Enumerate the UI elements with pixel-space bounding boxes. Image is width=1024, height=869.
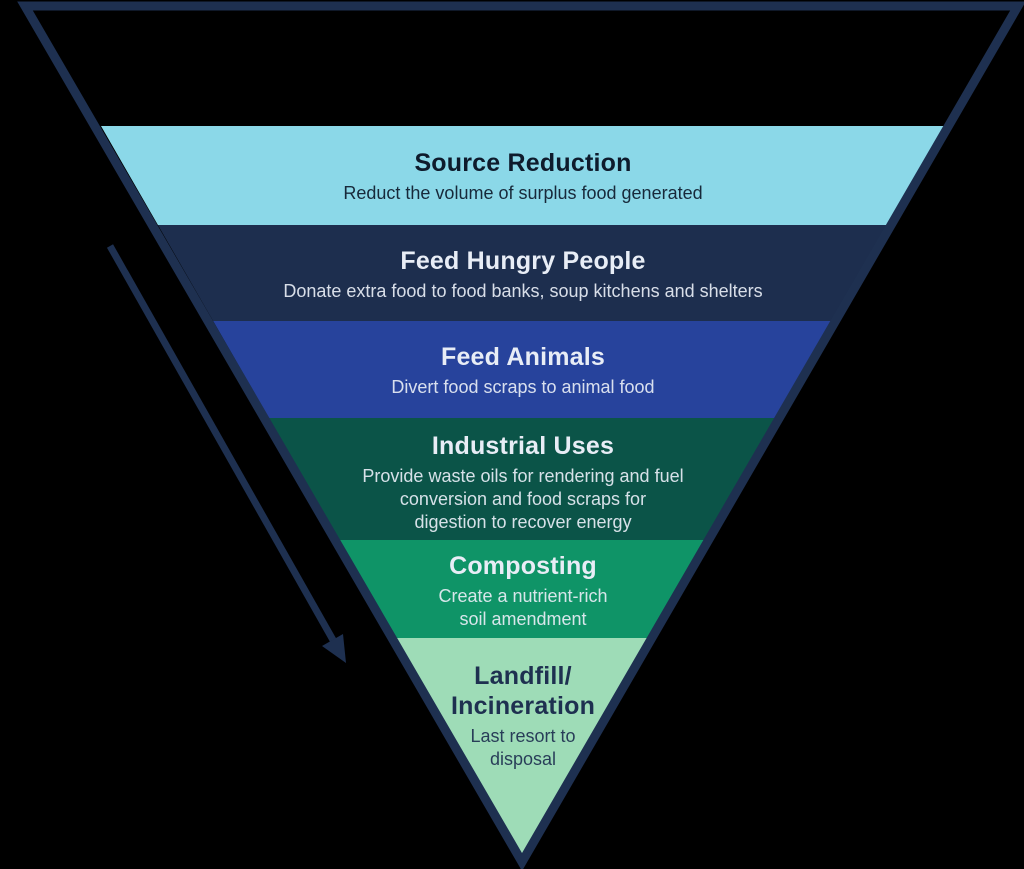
pyramid-outline <box>17 1 1024 869</box>
band-feed-hungry-people <box>101 225 945 321</box>
band-landfill-incineration <box>101 638 945 858</box>
band-source-reduction <box>101 126 945 225</box>
priority-arrow-head <box>322 634 346 663</box>
band-feed-animals <box>101 321 945 418</box>
band-composting <box>101 540 945 638</box>
priority-arrow-shaft <box>106 244 337 642</box>
band-industrial-uses <box>101 418 945 540</box>
priority-arrow-icon <box>106 244 346 663</box>
